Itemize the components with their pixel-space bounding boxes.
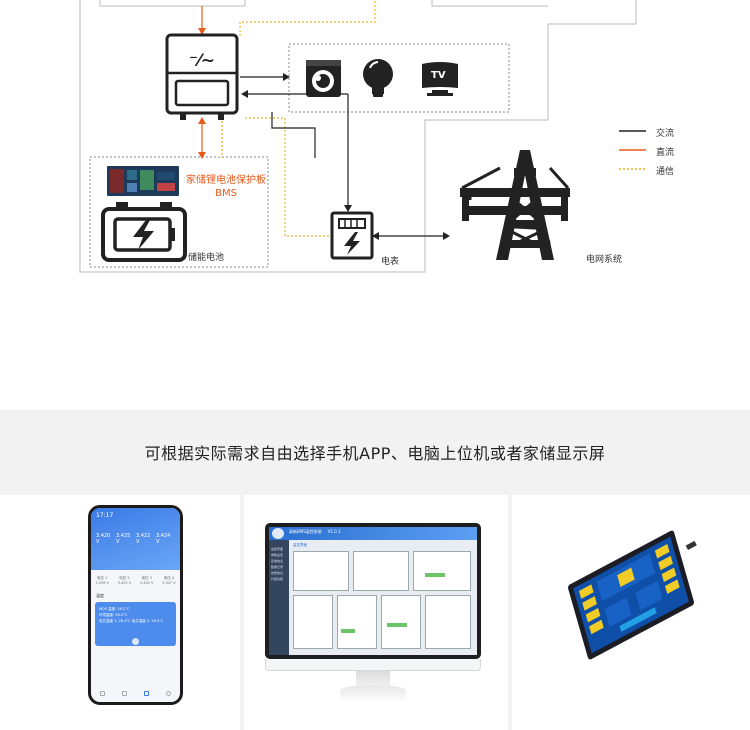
pc-panel: [425, 595, 471, 649]
outer-boundary: [79, 0, 637, 273]
pc-panel: [413, 551, 471, 591]
home-display-card: [512, 495, 750, 730]
cell-value: 3.453 V: [117, 581, 132, 585]
bms-board-icon: [107, 166, 179, 196]
comm-lines: [221, 0, 376, 237]
bms-label-line1: 家储锂电池保护板: [186, 175, 266, 186]
tv-icon: [422, 62, 458, 96]
phone-fab[interactable]: [132, 638, 139, 645]
pc-screen: 高新BMS监控系统 V1.0.1 监控界面 参数设置 系统信息 数据记录 告警信…: [269, 527, 477, 655]
energy-storage-diagram: ⁻⁄~: [79, 0, 675, 273]
phone-time: 17:17: [96, 512, 114, 519]
pc-software-card: 高新BMS监控系统 V1.0.1 监控界面 参数设置 系统信息 数据记录 告警信…: [244, 495, 508, 730]
monitor-neck: [356, 671, 390, 687]
phone-header: 17:17 3.420 V 3.425 V 3.422 V 3.424 V: [91, 508, 180, 570]
display-panel-canvas: [568, 530, 697, 660]
cell-value: 3.347 V: [162, 581, 176, 585]
bms-label: 家储锂电池保护板 BMS: [186, 174, 266, 200]
bms-label-line2: BMS: [215, 188, 237, 199]
tab-data-icon[interactable]: [121, 691, 127, 696]
bulb-icon: [363, 59, 393, 97]
pc-panel: [353, 551, 409, 591]
legend-ac: 交流: [656, 129, 675, 139]
phone-tabbar: [91, 691, 180, 696]
cell-name: 电压 4: [163, 576, 175, 580]
appliances-box: [288, 43, 510, 113]
pc-sidebar: 监控界面 参数设置 系统信息 数据记录 告警信息 升级功能: [269, 540, 289, 655]
monitor-stand: [340, 685, 406, 703]
temp-line: 电芯温度 1: 26.4°C 电芯温度 2: 26.4°C: [99, 619, 164, 623]
pc-panel: [293, 551, 349, 591]
pc-sidebar-item[interactable]: 监控界面: [271, 547, 284, 551]
pc-status-led: [387, 623, 407, 627]
tab-home-icon[interactable]: [99, 691, 105, 696]
phone-stat: 3.422 V: [136, 533, 151, 545]
pc-logo-icon: [272, 528, 284, 539]
legend-lines: [619, 130, 646, 170]
section-headline: 可根据实际需求自由选择手机APP、电脑上位机或者家储显示屏: [144, 444, 606, 463]
battery-icon: [101, 202, 187, 262]
pc-tab[interactable]: 监控界面: [293, 543, 307, 547]
temp-line: MOS 温度: 28.2°C: [99, 607, 130, 611]
pc-panel: [293, 595, 333, 649]
pc-content: [293, 551, 473, 651]
legend-dc: 直流: [656, 148, 675, 158]
diagram-canvas: ⁻⁄~: [79, 0, 646, 273]
pc-sidebar-item[interactable]: 告警信息: [271, 571, 284, 575]
pc-status-led: [341, 629, 355, 633]
grid-label: 电网系统: [586, 255, 623, 265]
tv-text: TV: [431, 70, 446, 81]
pc-sidebar-item[interactable]: 数据记录: [271, 565, 284, 569]
phone-device: 17:17 3.420 V 3.425 V 3.422 V 3.424 V 电压…: [88, 505, 183, 705]
legend-comm: 通信: [656, 167, 675, 177]
phone-stat: 3.425 V: [116, 533, 131, 545]
monitor-device: 高新BMS监控系统 V1.0.1 监控界面 参数设置 系统信息 数据记录 告警信…: [265, 523, 481, 659]
phone-app-card: 17:17 3.420 V 3.425 V 3.422 V 3.424 V 电压…: [0, 495, 240, 730]
display-panel-icon: [568, 530, 694, 660]
pc-panel: [337, 595, 377, 649]
meter-icon: [330, 211, 374, 260]
pc-sidebar-item[interactable]: 系统信息: [271, 559, 284, 563]
cell-name: 电压 1: [96, 576, 108, 580]
cell-value: 3.239 V: [95, 581, 109, 585]
pc-status-led: [425, 573, 445, 577]
tab-profile-icon[interactable]: [166, 691, 172, 696]
svg-text:⁻⁄~: ⁻⁄~: [189, 51, 215, 71]
tab-monitor-icon[interactable]: [144, 691, 150, 696]
battery-box: [89, 156, 269, 268]
monitor-chin: [265, 659, 481, 671]
pc-app-title: 高新BMS监控系统: [289, 529, 322, 534]
pc-panel: [381, 595, 421, 649]
meter-label: 电表: [381, 257, 400, 267]
phone-stat: 3.420 V: [96, 533, 111, 545]
cell-name: 电压 3: [141, 576, 152, 580]
phone-stats: 3.420 V 3.425 V 3.422 V 3.424 V: [96, 533, 175, 545]
phone-screen: 17:17 3.420 V 3.425 V 3.422 V 3.424 V 电压…: [91, 508, 180, 702]
phone-temp-title: 温度: [96, 593, 104, 598]
cell-value: 3.432 V: [139, 581, 154, 585]
battery-label: 储能电池: [188, 253, 225, 263]
dc-lines: [198, 6, 206, 159]
temp-line: 环境温度: 26.0°C: [99, 613, 128, 617]
pc-version: V1.0.1: [327, 529, 341, 534]
pc-sidebar-item[interactable]: 升级功能: [271, 577, 284, 581]
inverter-icon: ⁻⁄~: [165, 33, 239, 120]
phone-stat: 3.424 V: [156, 533, 171, 545]
pc-titlebar: 高新BMS监控系统 V1.0.1: [269, 527, 477, 540]
phone-temp-panel: MOS 温度: 28.2°C 环境温度: 26.0°C 电芯温度 1: 26.4…: [95, 602, 176, 646]
pc-sidebar-item[interactable]: 参数设置: [271, 553, 284, 557]
cell-name: 电压 2: [119, 576, 130, 580]
power-pylon-icon: [460, 150, 570, 260]
display-connector: [685, 540, 697, 550]
washing-machine-icon: [306, 60, 341, 97]
